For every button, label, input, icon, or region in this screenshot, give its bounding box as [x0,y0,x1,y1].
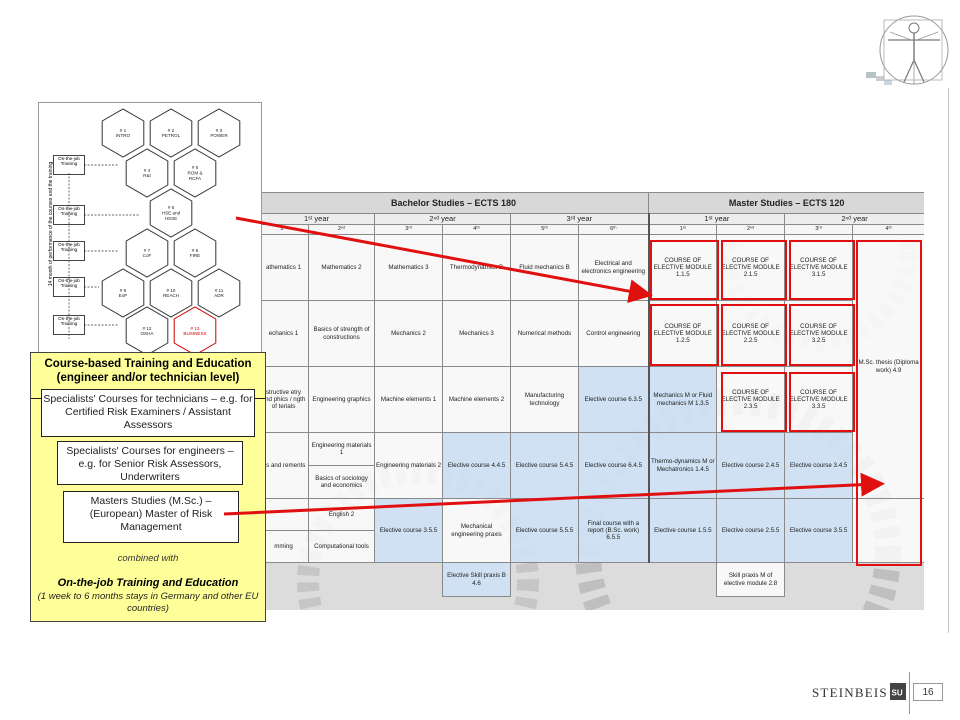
elective-course-cell: Elective course 5.4.5 [510,432,579,499]
hexagon [149,108,193,158]
elective-module-cell: COURSE OF ELECTIVE MODULE 1.1.5 [647,234,718,301]
course-cell: Engineering materials 2 [374,432,443,499]
thesis-bottom-cell [852,498,924,563]
thesis-highlight-box [856,240,922,566]
master-title: Master Studies – ECTS 120 [648,192,924,214]
highlight-box [789,304,855,366]
combined-label: combined with [117,553,179,564]
course-cell: Fluid mechanics B [510,234,579,301]
course-cell: Machine elements 1 [374,366,443,433]
panel-heading: Course-based Training and Education (eng… [31,353,265,399]
highlight-box [721,304,787,366]
ojt-title: On-the-job Training and Education [57,577,239,589]
elective-course-cell: Elective course 4.4.5 [442,432,511,499]
course-cell: Numerical methods [510,300,579,367]
elective-module-cell: COURSE OF ELECTIVE MODULE 1.2.5 [647,300,718,367]
hexagon-diagram: 14 month of performance of the courses a… [38,102,262,354]
elective-module-cell: COURSE OF ELECTIVE MODULE 2.3.5 [716,366,786,433]
brand-text: STEINBEIS [812,685,888,700]
hexagon [173,306,217,353]
training-panel: Course-based Training and Education (eng… [30,352,266,622]
highlight-box [721,240,787,300]
hexagon [197,108,241,158]
course-cell: Computational tools [308,530,375,563]
course-cell: Mechanics 2 [374,300,443,367]
curriculum-table: Bachelor Studies – ECTS 180 Master Studi… [258,192,924,610]
hexagon [197,268,241,318]
elective-course-cell: Final course with a report (B.Sc. work) … [577,498,650,563]
elective-module-cell: COURSE OF ELECTIVE MODULE 2.2.5 [716,300,786,367]
elective-course-cell: Elective course 6.3.5 [577,366,650,433]
technician-courses-box: Specialists' Courses for technicians – e… [41,389,255,437]
course-cell: Machine elements 2 [442,366,511,433]
brand-mark: SU [892,689,903,698]
highlight-box [650,304,719,366]
highlight-box [789,240,855,300]
hexagon [101,268,145,318]
arrow-to-thesis [223,472,885,516]
highlight-box [721,372,787,432]
course-cell: echanics 1 [258,300,309,367]
footer-divider [909,672,910,714]
hexagon [173,148,217,198]
course-cell: Mathematics 2 [308,234,375,301]
hexagon [149,188,193,238]
course-cell: Mechanics M or Fluid mechanics M 1.3.5 [647,366,718,433]
course-cell: ics and rements [258,432,309,499]
elective-module-cell: COURSE OF ELECTIVE MODULE 2.1.5 [716,234,786,301]
elective-course-cell: Elective course 3.5.5 [374,498,443,563]
page-number: 16 [913,683,943,701]
course-cell: Control engineering [577,300,650,367]
steinbeis-logo: STEINBEIS SU [812,683,906,700]
thesis-cell: M.Sc. thesis (Diploma work) 4.9 [852,234,924,499]
course-cell: Skill praxis M of elective module 2.8 [716,562,786,597]
elective-course-cell: Elective Skill praxis B 4.6 [442,562,511,597]
hexagon [125,228,169,278]
course-cell: Mechanical engineering praxis [442,498,511,563]
elective-module-cell: COURSE OF ELECTIVE MODULE 3.2.5 [784,300,854,367]
hexagon [149,268,193,318]
course-cell: Thermodynamics B [442,234,511,301]
hexagon [125,306,169,353]
elective-course-cell: Elective course 1.5.5 [647,498,718,563]
hexagon [101,108,145,158]
masters-studies-box: Masters Studies (M.Sc.) – (European) Mas… [63,491,239,543]
arrow-to-modules [235,216,653,304]
ojt-subtitle: (1 week to 6 months stays in Germany and… [37,591,259,614]
elective-course-cell: Elective course 2.5.5 [716,498,786,563]
highlight-box [789,372,855,432]
elective-module-cell: COURSE OF ELECTIVE MODULE 3.3.5 [784,366,854,433]
engineer-courses-box: Specialists' Courses for engineers – e.g… [57,441,243,485]
course-cell [258,498,309,531]
hexagon [173,228,217,278]
vitruvian-logo [866,15,949,85]
hexagon [125,148,169,198]
highlight-box [650,240,719,300]
course-cell: Engineering graphics [308,366,375,433]
elective-course-cell: Elective course 3.5.5 [784,498,854,563]
right-divider [948,88,949,633]
course-cell: Manufacturing technology [510,366,579,433]
